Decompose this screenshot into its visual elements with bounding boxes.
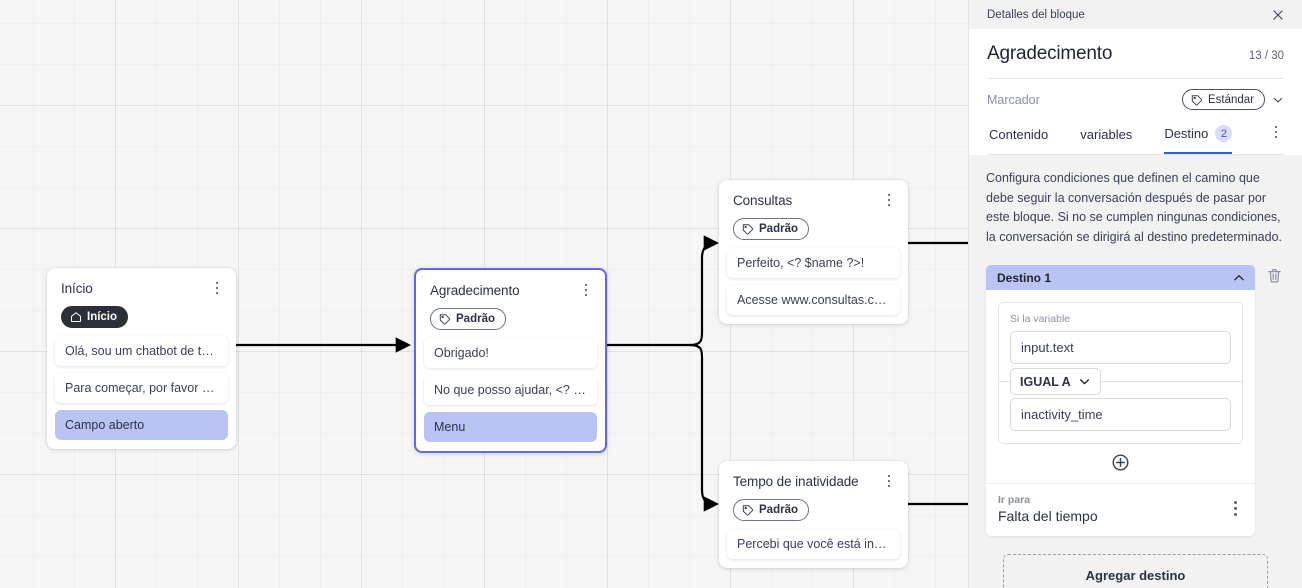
edge-split-inatividade [689, 343, 720, 512]
node-message[interactable]: Obrigado! [424, 338, 597, 368]
tag-icon [1191, 94, 1203, 105]
destination-description: Configura condiciones que definen el cam… [986, 171, 1282, 244]
tag-icon [742, 505, 754, 516]
node-badge-label: Início [87, 311, 118, 323]
node-header: Tempo de inatividade Padrão [719, 461, 908, 521]
node-badge-default: Padrão [733, 218, 809, 240]
node-message-highlighted[interactable]: Menu [424, 412, 597, 442]
node-message[interactable]: Percebi que você está inativo. C... [727, 529, 900, 559]
node-kebab-icon[interactable] [577, 281, 595, 299]
node-body: Percebi que você está inativo. C... [719, 521, 908, 568]
marcador-value: Estándar [1207, 93, 1254, 106]
add-destination-button[interactable]: Agregar destino [1003, 554, 1268, 588]
flow-node-agradecimento[interactable]: Agradecimento Padrão Obrigado! No que po… [414, 268, 607, 453]
tab-variables[interactable]: variables [1080, 121, 1132, 152]
chevron-down-icon[interactable] [1272, 94, 1284, 106]
panel-body: Configura condiciones que definen el cam… [969, 155, 1302, 588]
destination-card: Destino 1 Si la variable input.text [986, 265, 1255, 536]
node-title: Tempo de inatividade [733, 474, 859, 489]
node-message[interactable]: No que posso ajudar, <? $name ... [424, 375, 597, 405]
flow-node-consultas[interactable]: Consultas Padrão Perfeito, <? $name ?>! … [719, 180, 908, 324]
node-title: Consultas [733, 193, 793, 208]
tab-label: Contenido [989, 127, 1049, 142]
node-message[interactable]: Perfeito, <? $name ?>! [727, 248, 900, 278]
goto-value: Falta del tiempo [998, 508, 1098, 524]
node-badge-start: Início [61, 306, 129, 328]
node-badge-label: Padrão [759, 504, 798, 516]
goto-label: Ir para [998, 494, 1031, 506]
goto-text: Ir para Falta del tiempo [998, 494, 1098, 524]
node-message[interactable]: Para começar, por favor digite o ... [55, 373, 228, 403]
node-message[interactable]: Olá, sou um chatbot de teste! [55, 336, 228, 366]
node-body: Perfeito, <? $name ?>! Acesse www.consul… [719, 240, 908, 324]
tab-label: Destino [1164, 126, 1209, 141]
node-kebab-icon[interactable] [880, 472, 898, 490]
node-message-highlighted[interactable]: Campo aberto [55, 410, 228, 440]
trash-icon [1267, 268, 1281, 283]
node-body: Obrigado! No que posso ajudar, <? $name … [416, 330, 605, 451]
panel-header-area: Agradecimento 13 / 30 Marcador Estándar [969, 29, 1302, 155]
goto-section[interactable]: Ir para Falta del tiempo [986, 483, 1255, 536]
tabs-kebab-icon[interactable] [1268, 123, 1284, 141]
destination-block: Destino 1 Si la variable input.text [986, 265, 1285, 536]
home-icon [71, 312, 81, 322]
tab-label: variables [1080, 127, 1133, 142]
block-details-panel: Detalles del bloque Agradecimento 13 / 3… [968, 0, 1302, 588]
variable-input[interactable]: input.text [1010, 331, 1231, 364]
plus-circle-icon[interactable] [1111, 453, 1130, 472]
panel-title-row: Agradecimento 13 / 30 [987, 43, 1284, 65]
tag-icon [439, 314, 451, 325]
marcador-row: Marcador Estándar [987, 79, 1284, 119]
node-badge-default: Padrão [733, 499, 809, 521]
add-condition-row [998, 444, 1243, 483]
node-header: Início Início [47, 268, 236, 328]
marcador-control: Estándar [1181, 89, 1284, 110]
tab-badge-count: 2 [1215, 125, 1233, 142]
operator-label: IGUAL A [1020, 374, 1071, 389]
flow-node-inatividade[interactable]: Tempo de inatividade Padrão Percebi que … [719, 461, 908, 568]
marcador-chip[interactable]: Estándar [1181, 89, 1265, 110]
destination-header-label: Destino 1 [997, 270, 1052, 285]
tab-destino[interactable]: Destino 2 [1164, 119, 1233, 154]
close-icon[interactable] [1271, 8, 1285, 22]
node-badge-label: Padrão [456, 313, 495, 325]
node-title: Agradecimento [430, 283, 520, 298]
panel-topbar-title: Detalles del bloque [987, 8, 1085, 21]
panel-topbar: Detalles del bloque [969, 0, 1302, 29]
panel-tabs: Contenido variables Destino 2 [987, 119, 1284, 155]
tab-contenido[interactable]: Contenido [989, 121, 1048, 152]
title-divider [987, 78, 1284, 79]
operator-row: IGUAL A [999, 364, 1242, 398]
marcador-label: Marcador [987, 92, 1040, 107]
node-badge-label: Padrão [759, 223, 798, 235]
node-kebab-icon[interactable] [880, 191, 898, 209]
node-kebab-icon[interactable] [208, 279, 226, 297]
tag-icon [742, 224, 754, 235]
condition-box: Si la variable input.text IGUAL A [998, 302, 1243, 444]
node-header: Agradecimento Padrão [416, 270, 605, 330]
operator-divider [999, 381, 1242, 382]
goto-kebab-icon[interactable] [1227, 498, 1243, 518]
flow-canvas[interactable]: Início Início Olá, sou um chatbot de tes… [0, 0, 968, 588]
destination-header[interactable]: Destino 1 [986, 265, 1255, 290]
character-counter: 13 / 30 [1248, 50, 1284, 62]
operator-select[interactable]: IGUAL A [1010, 368, 1101, 395]
node-body: Olá, sou um chatbot de teste! Para começ… [47, 328, 236, 449]
node-badge-default: Padrão [430, 308, 506, 330]
node-message[interactable]: Acesse www.consultas.com par... [727, 285, 900, 315]
delete-destination-button[interactable] [1263, 267, 1285, 284]
flow-node-inicio[interactable]: Início Início Olá, sou um chatbot de tes… [47, 268, 236, 449]
edge-split-consultas [689, 235, 720, 347]
panel-title: Agradecimento [987, 43, 1113, 64]
chevron-down-icon [1079, 379, 1089, 385]
condition-label: Si la variable [1010, 313, 1071, 325]
condition-area: Si la variable input.text IGUAL A [986, 290, 1255, 483]
compare-value-input[interactable]: inactivity_time [1010, 398, 1231, 431]
node-title: Início [61, 281, 93, 296]
chevron-up-icon[interactable] [1232, 271, 1246, 285]
node-header: Consultas Padrão [719, 180, 908, 240]
